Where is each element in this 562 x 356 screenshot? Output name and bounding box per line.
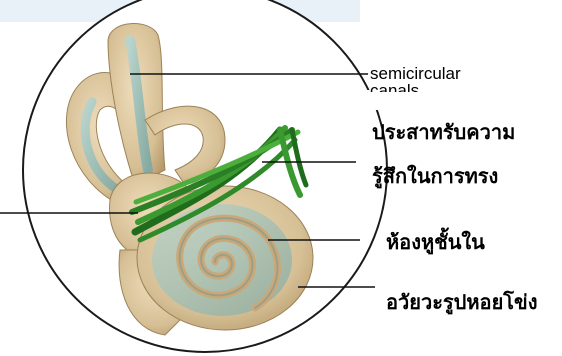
label-vestibular-nerve-line2: รู้สึกในการทรง — [372, 160, 498, 192]
text-mask — [356, 90, 562, 110]
label-inner-ear: ห้องหูชั้นใน — [386, 226, 485, 258]
label-cochlea: อวัยวะรูปหอยโข่ง — [386, 286, 537, 318]
label-canals: canals — [370, 82, 419, 92]
label-vestibular-nerve-line1: ประสาทรับความ — [372, 116, 515, 148]
label-semicircular: semicircular — [370, 64, 461, 84]
